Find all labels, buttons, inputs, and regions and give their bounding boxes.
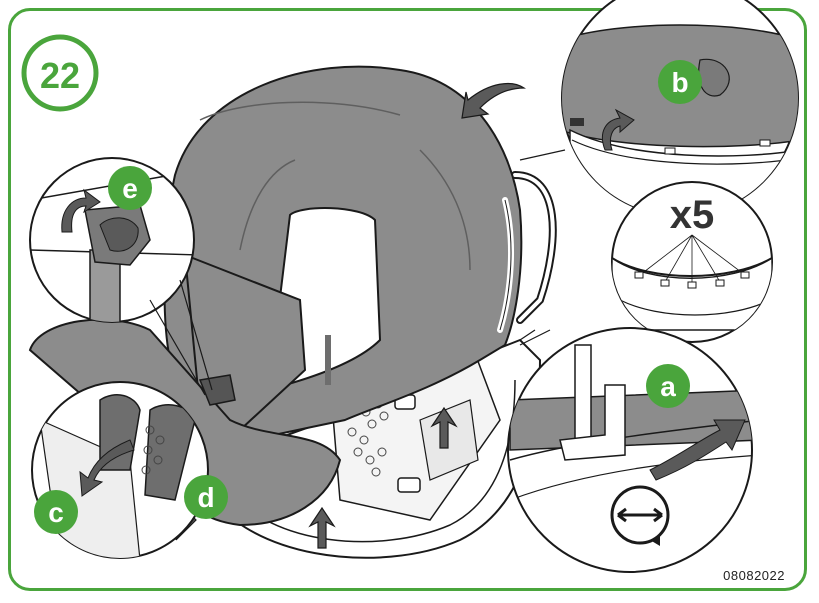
detail-e [29, 157, 213, 396]
step-number: 22 [40, 55, 80, 96]
callout-d-label: d [197, 482, 214, 513]
callout-c: c [34, 490, 78, 534]
multiplier-label: x5 [670, 193, 715, 237]
callout-e: e [108, 166, 152, 210]
detail-a [507, 327, 753, 573]
curved-arrow-c-icon [79, 439, 135, 497]
callout-c-label: c [48, 497, 64, 528]
arrow-up-base-icon [308, 506, 336, 549]
arrow-up-seat-icon [430, 406, 458, 449]
callout-b: b [658, 60, 702, 104]
curved-arrow-b-icon [601, 108, 635, 151]
callout-d: d [184, 475, 228, 519]
arrow-top-icon [461, 82, 526, 119]
detail-x5: x5 [611, 181, 773, 343]
step-badge: 22 [21, 34, 99, 112]
document-code: 08082022 [723, 568, 785, 583]
big-arrow-a-icon [649, 419, 746, 481]
curved-arrow-e-icon [61, 188, 101, 233]
callout-a: a [646, 364, 690, 408]
detail-b [519, 0, 799, 217]
callout-e-label: e [122, 173, 138, 204]
callout-a-label: a [660, 371, 676, 402]
callout-b-label: b [671, 67, 688, 98]
panel-frame [8, 8, 807, 591]
